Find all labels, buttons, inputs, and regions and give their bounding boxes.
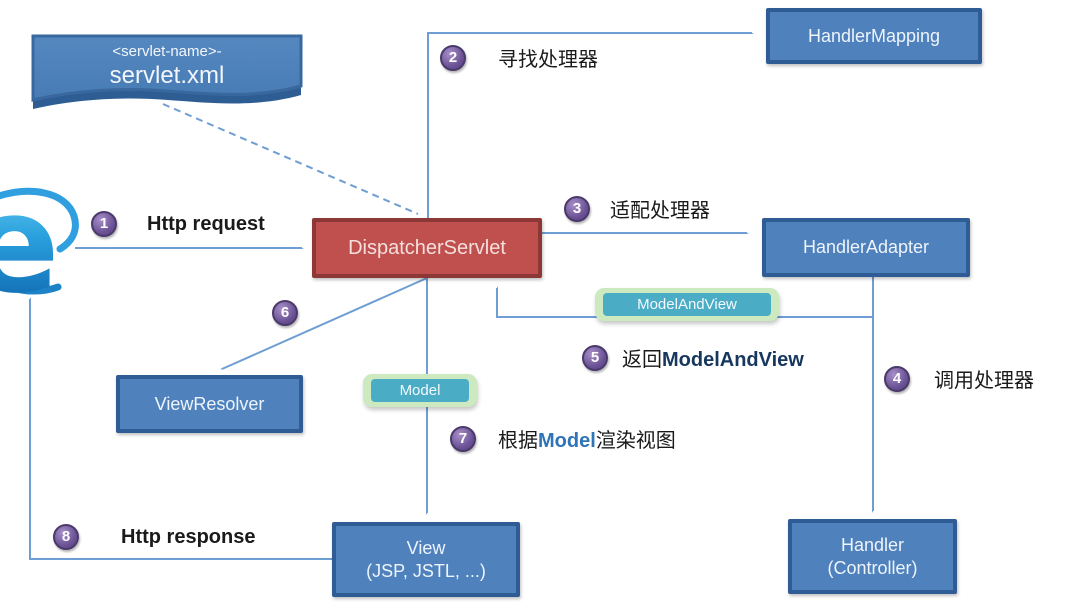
step-3-circle: 3 <box>564 195 590 222</box>
node-handler-controller: Handler (Controller) <box>788 519 957 594</box>
step-5-label: 返回ModelAndView <box>622 343 804 372</box>
step-2-find-handler: 2 寻找处理器 <box>440 43 598 72</box>
step-1-label: Http request <box>147 213 265 236</box>
node-handler-mapping: HandlerMapping <box>766 8 982 64</box>
step-7-render-view: 7 根据Model渲染视图 <box>450 424 676 453</box>
config-file-label: <servlet-name>- servlet.xml <box>38 40 296 92</box>
connector-http-response <box>29 299 332 560</box>
internet-explorer-icon: e <box>0 166 79 323</box>
step-8-text: Http response <box>121 525 256 548</box>
view-label-line2: (JSP, JSTL, ...) <box>366 560 486 581</box>
step-1-text: Http request <box>147 212 265 235</box>
node-handler-adapter: HandlerAdapter <box>762 218 970 277</box>
step-7-highlight: Model <box>538 430 596 452</box>
step-7-suffix: 渲染视图 <box>595 430 676 452</box>
step-1-http-request: 1 Http request <box>91 211 265 237</box>
config-file-line1: <servlet-name>- <box>112 43 222 61</box>
config-file-line2: servlet.xml <box>109 61 225 89</box>
step-4-label: 调用处理器 <box>934 364 1034 393</box>
step-4-invoke-handler: 4 调用处理器 <box>884 364 1034 393</box>
step-4-circle: 4 <box>884 365 910 392</box>
step-3-adapt-handler: 3 适配处理器 <box>564 194 710 223</box>
step-7-circle: 7 <box>450 425 476 452</box>
step-8-label: Http response <box>121 526 255 549</box>
connector-view-resolver <box>222 277 428 369</box>
step-5-text: 返回 <box>622 349 662 371</box>
step-5-circle: 5 <box>582 344 608 371</box>
step-5-highlight: ModelAndView <box>662 349 804 371</box>
step-1-circle: 1 <box>91 211 117 237</box>
step-4-text: 调用处理器 <box>934 370 1034 392</box>
step-2-text: 寻找处理器 <box>498 49 598 71</box>
view-label-line1: View <box>406 538 446 558</box>
node-dispatcher-servlet: DispatcherServlet <box>312 218 542 278</box>
badge-model-and-view: ModelAndView <box>595 288 779 321</box>
node-view-resolver: ViewResolver <box>116 375 303 433</box>
handler-adapter-label: HandlerAdapter <box>802 237 930 258</box>
step-7-text: 根据 <box>498 430 538 452</box>
badge-model: Model <box>363 374 477 407</box>
step-8-circle: 8 <box>53 524 79 550</box>
handler-mapping-label: HandlerMapping <box>807 25 941 46</box>
step-8-http-response: 8 Http response <box>53 524 255 550</box>
step-2-label: 寻找处理器 <box>498 43 598 72</box>
dispatcher-servlet-label: DispatcherServlet <box>348 236 506 259</box>
handler-label-line2: (Controller) <box>827 557 918 578</box>
step-5-return-modelandview: 5 返回ModelAndView <box>582 343 804 372</box>
connector-config-dashed <box>162 103 419 215</box>
step-7-label: 根据Model渲染视图 <box>498 424 676 453</box>
step-3-label: 适配处理器 <box>610 194 710 223</box>
connector-find-handler <box>427 32 752 218</box>
badge-model-and-view-label: ModelAndView <box>603 293 771 316</box>
node-view: View (JSP, JSTL, ...) <box>332 522 520 597</box>
step-6-circle: 6 <box>272 300 298 326</box>
handler-label-line1: Handler <box>840 535 905 555</box>
config-file-shape <box>31 34 303 109</box>
step-3-text: 适配处理器 <box>610 200 710 222</box>
view-resolver-label: ViewResolver <box>154 393 265 414</box>
badge-model-label: Model <box>371 379 469 402</box>
step-2-circle: 2 <box>440 44 466 71</box>
step-6-resolve-view: 6 <box>272 300 298 326</box>
ie-letter: e <box>0 166 60 323</box>
